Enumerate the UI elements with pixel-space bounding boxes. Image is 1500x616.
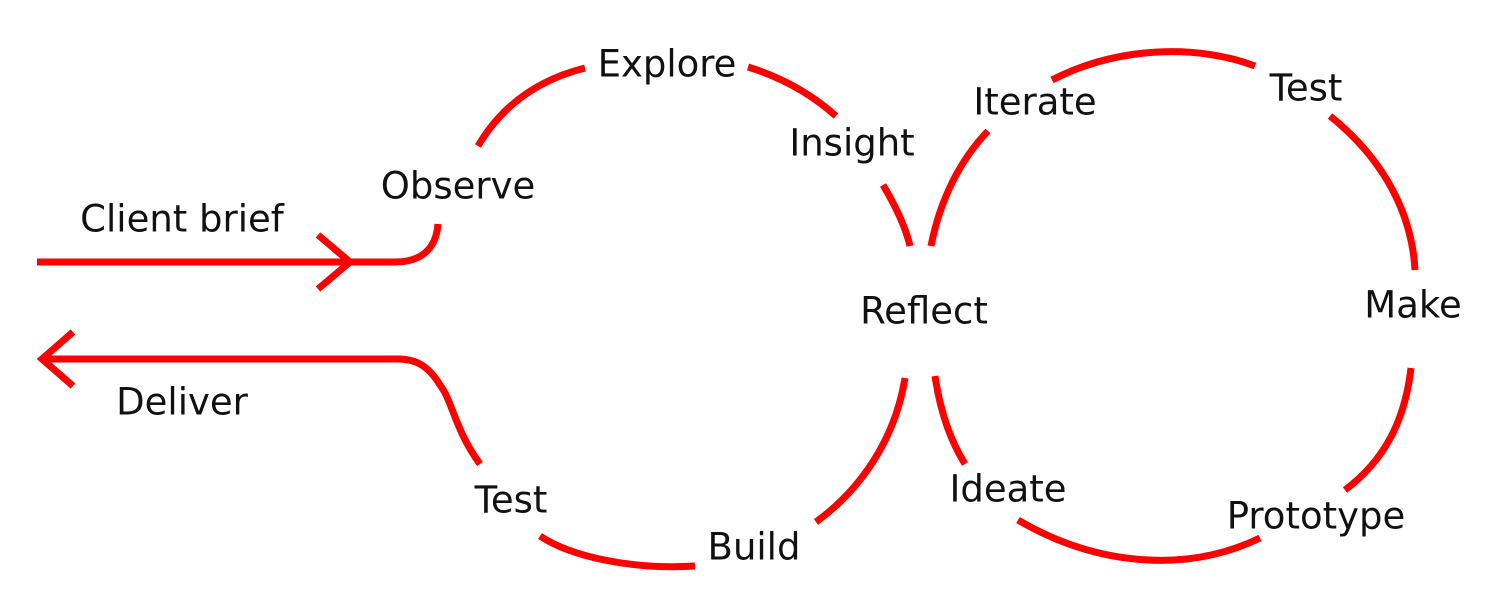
output-path (42, 355, 483, 467)
loop-left-arc-reflect-build (813, 377, 909, 525)
input-arrowhead (315, 232, 356, 292)
loop-right-arc-reflect-iterate (927, 128, 991, 247)
loop-left-arc-observe-explore (474, 64, 586, 148)
loop-left-arc-explore-insight (746, 63, 839, 119)
stage-label-explore: Explore (597, 42, 737, 86)
loop-right-arc-test-make (1327, 113, 1419, 271)
stage-label-insight: Insight (789, 121, 915, 165)
input-label: Client brief (80, 197, 284, 241)
input-path (37, 223, 442, 266)
stage-label-build: Build (707, 525, 801, 569)
loop-left-arc-insight-reflect (879, 183, 914, 247)
loop-right-arc-make-prototype (1342, 367, 1415, 493)
stage-label-reflect: Reflect (860, 289, 988, 333)
stage-label-ideate: Ideate (949, 467, 1067, 511)
stage-label-prototype: Prototype (1226, 494, 1406, 538)
stage-label-test-left: Test (474, 478, 548, 522)
output-label: Deliver (116, 380, 248, 424)
loop-right-arc-prototype-ideate (1016, 516, 1262, 564)
loop-right-arc-ideate-reflect (931, 375, 968, 466)
stage-label-make: Make (1364, 283, 1462, 327)
stage-label-iterate: Iterate (973, 80, 1097, 124)
loop-left-arc-build-test (538, 533, 696, 571)
stage-label-test-right: Test (1269, 66, 1343, 110)
stage-label-observe: Observe (380, 164, 536, 208)
loop-right-arc-iterate-test (1050, 48, 1257, 84)
output-arrowhead (36, 329, 76, 389)
